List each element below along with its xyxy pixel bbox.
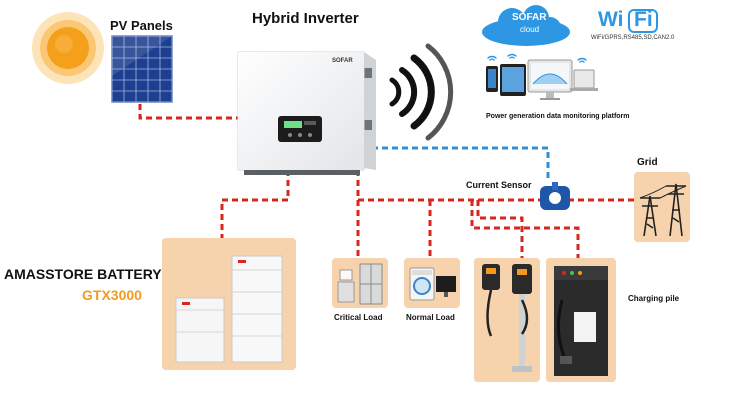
washing-machine-icon <box>409 267 456 301</box>
pv-to-inverter-line <box>138 104 238 120</box>
ev-charger-icon <box>482 264 532 372</box>
grid-label: Grid <box>637 157 658 168</box>
inverter-to-battery-line <box>220 170 290 238</box>
charging-pile-label: Charging pile <box>628 294 680 303</box>
hybrid-inverter-label: Hybrid Inverter <box>252 10 359 27</box>
wifi-protocols-label: WiFi/GPRS,RS485,SD,CAN2.0 <box>591 35 675 41</box>
inverter-icon <box>237 51 376 175</box>
solar-panel-icon <box>111 35 173 103</box>
current-sensor-label: Current Sensor <box>466 180 532 190</box>
current-sensor-icon <box>540 182 570 210</box>
normal-load-label: Normal Load <box>406 313 455 322</box>
wireless-signal-icon <box>389 43 454 141</box>
battery-icon <box>175 255 283 363</box>
pv-panels-label: PV Panels <box>110 18 173 33</box>
charging-cabinet-icon <box>554 266 608 376</box>
charger-line-1 <box>476 200 524 258</box>
battery-title-label: AMASSTORE BATTERY <box>4 266 162 282</box>
wifi-fi-badge <box>628 9 658 33</box>
wifi-text-fi: Fi <box>634 8 653 31</box>
cloud-sub-label: cloud <box>520 25 540 34</box>
data-line <box>372 146 550 182</box>
inverter-brand-label: SOFAR <box>332 58 353 64</box>
monitoring-devices-icon <box>486 53 598 100</box>
cloud-brand-label: SOFAR <box>512 12 547 23</box>
wifi-text-wi: Wi <box>598 8 624 31</box>
monitoring-label: Power generation data monitoring platfor… <box>486 113 630 120</box>
cloud-icon <box>482 5 570 46</box>
critical-load-label: Critical Load <box>334 313 383 322</box>
fridge-icon <box>337 263 383 305</box>
charger-line-2 <box>470 200 580 258</box>
battery-model-label: GTX3000 <box>82 287 142 303</box>
sun-icon <box>32 12 104 84</box>
power-tower-icon <box>639 183 687 237</box>
wifi-icon: Wi Fi <box>596 8 668 34</box>
